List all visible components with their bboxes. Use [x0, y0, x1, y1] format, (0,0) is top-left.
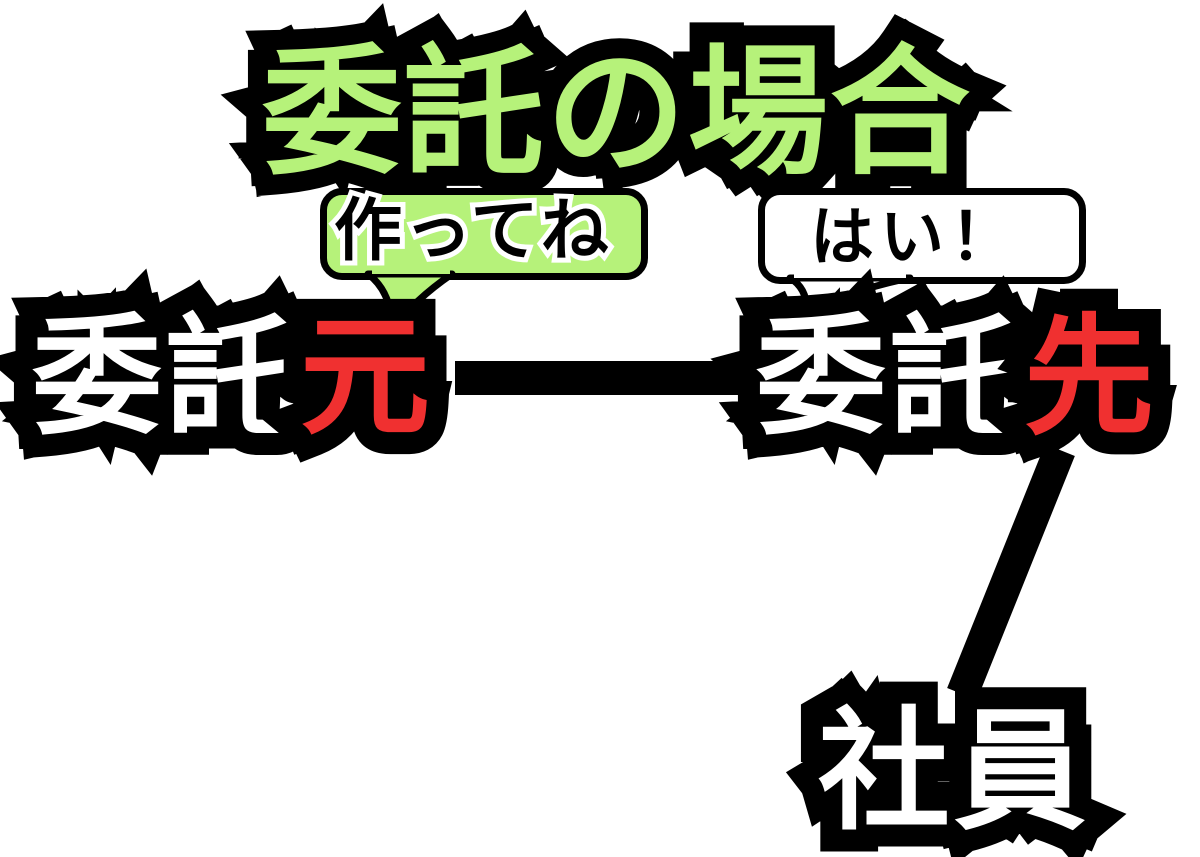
diagram-title: 委託の場合 [242, 24, 990, 204]
contractor-speech-bubble [758, 188, 1086, 284]
node-client: 委託元 [10, 290, 452, 464]
node-client-accent: 元 [278, 290, 452, 464]
client-speech-text: 作ってね [329, 192, 614, 271]
node-employee-label: 社員 [796, 684, 1108, 857]
node-contractor-base: 委託 [734, 290, 1042, 464]
node-contractor-accent: 先 [1002, 290, 1176, 464]
node-contractor: 委託先 [734, 290, 1176, 464]
title-text: 委託の場合 [242, 24, 990, 204]
connector-contractor-employee [947, 444, 1075, 700]
contractor-speech-text: はい！ [805, 201, 1020, 275]
node-client-base: 委託 [10, 290, 318, 464]
client-speech-bubble [320, 188, 648, 280]
node-employee: 社員 [796, 684, 1108, 857]
